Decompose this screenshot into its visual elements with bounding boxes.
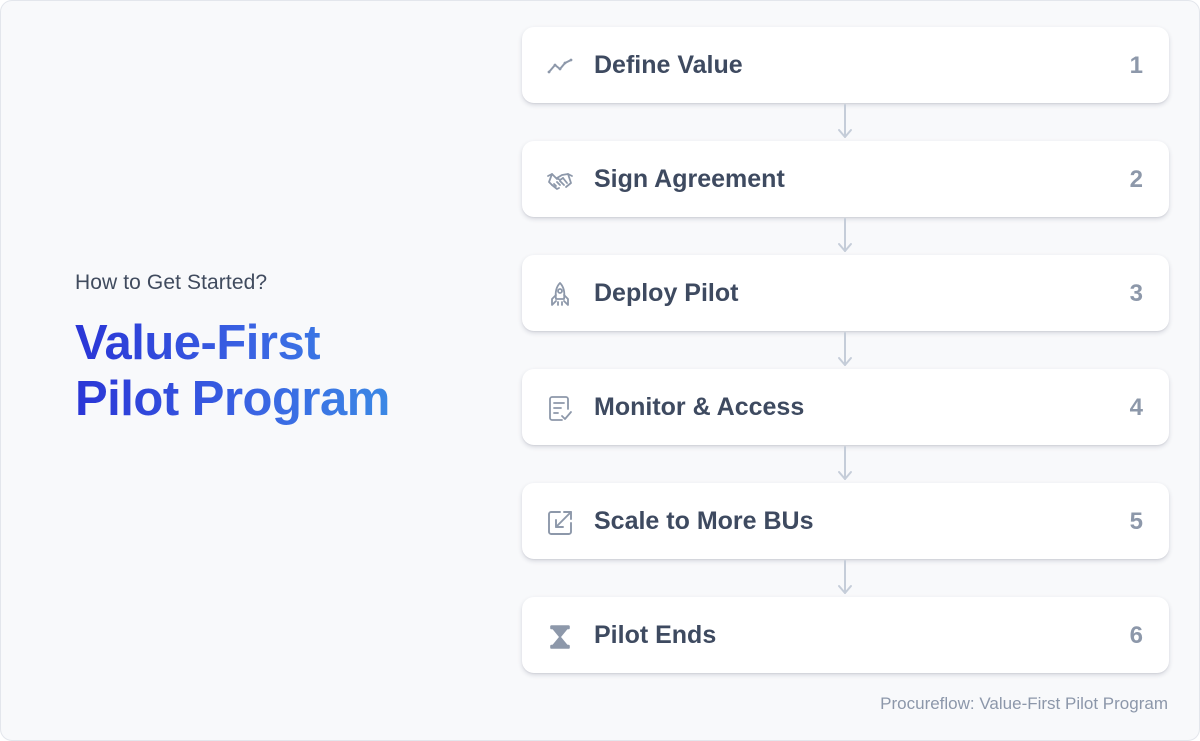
rocket-icon — [546, 281, 574, 309]
step-number: 4 — [1129, 394, 1143, 421]
step-label: Pilot Ends — [594, 621, 717, 649]
step-label: Deploy Pilot — [594, 279, 739, 307]
flow-arrow — [835, 559, 855, 597]
handshake-icon — [546, 167, 574, 195]
step-number: 1 — [1129, 52, 1143, 79]
step-number: 2 — [1129, 166, 1143, 193]
trend-line-icon — [546, 53, 574, 81]
step-label: Scale to More BUs — [594, 507, 814, 535]
step-number: 3 — [1129, 280, 1143, 307]
hourglass-icon — [546, 623, 574, 651]
checklist-icon — [546, 395, 574, 423]
step-card-deploy-pilot: Deploy Pilot 3 — [522, 255, 1169, 366]
flow-arrow — [835, 103, 855, 141]
title-line-1: Value-First — [75, 316, 321, 370]
step-label: Define Value — [594, 51, 743, 79]
step-card-scale-to-more-bus: Scale to More BUs 5 — [522, 483, 1169, 594]
step-card-pilot-ends: Pilot Ends 6 — [522, 597, 1169, 673]
flow-arrow — [835, 445, 855, 483]
flow-arrow — [835, 217, 855, 255]
page-subtitle: How to Get Started? — [75, 271, 268, 294]
step-label: Monitor & Access — [594, 393, 805, 421]
step-number: 6 — [1129, 622, 1143, 649]
footer-caption: Procureflow: Value-First Pilot Program — [880, 694, 1168, 713]
steps-flow: Define Value 1 — [522, 27, 1169, 673]
step-card-sign-agreement: Sign Agreement 2 — [522, 141, 1169, 252]
page-title: Value-First Pilot Program — [75, 315, 475, 427]
scale-arrow-icon — [546, 509, 574, 537]
step-label: Sign Agreement — [594, 165, 785, 193]
title-line-2: Pilot Program — [75, 372, 390, 426]
step-number: 5 — [1129, 508, 1143, 535]
flow-arrow — [835, 331, 855, 369]
step-card-define-value: Define Value 1 — [522, 27, 1169, 138]
intro-panel: How to Get Started? Value-First Pilot Pr… — [75, 271, 475, 427]
step-card-monitor-access: Monitor & Access 4 — [522, 369, 1169, 480]
